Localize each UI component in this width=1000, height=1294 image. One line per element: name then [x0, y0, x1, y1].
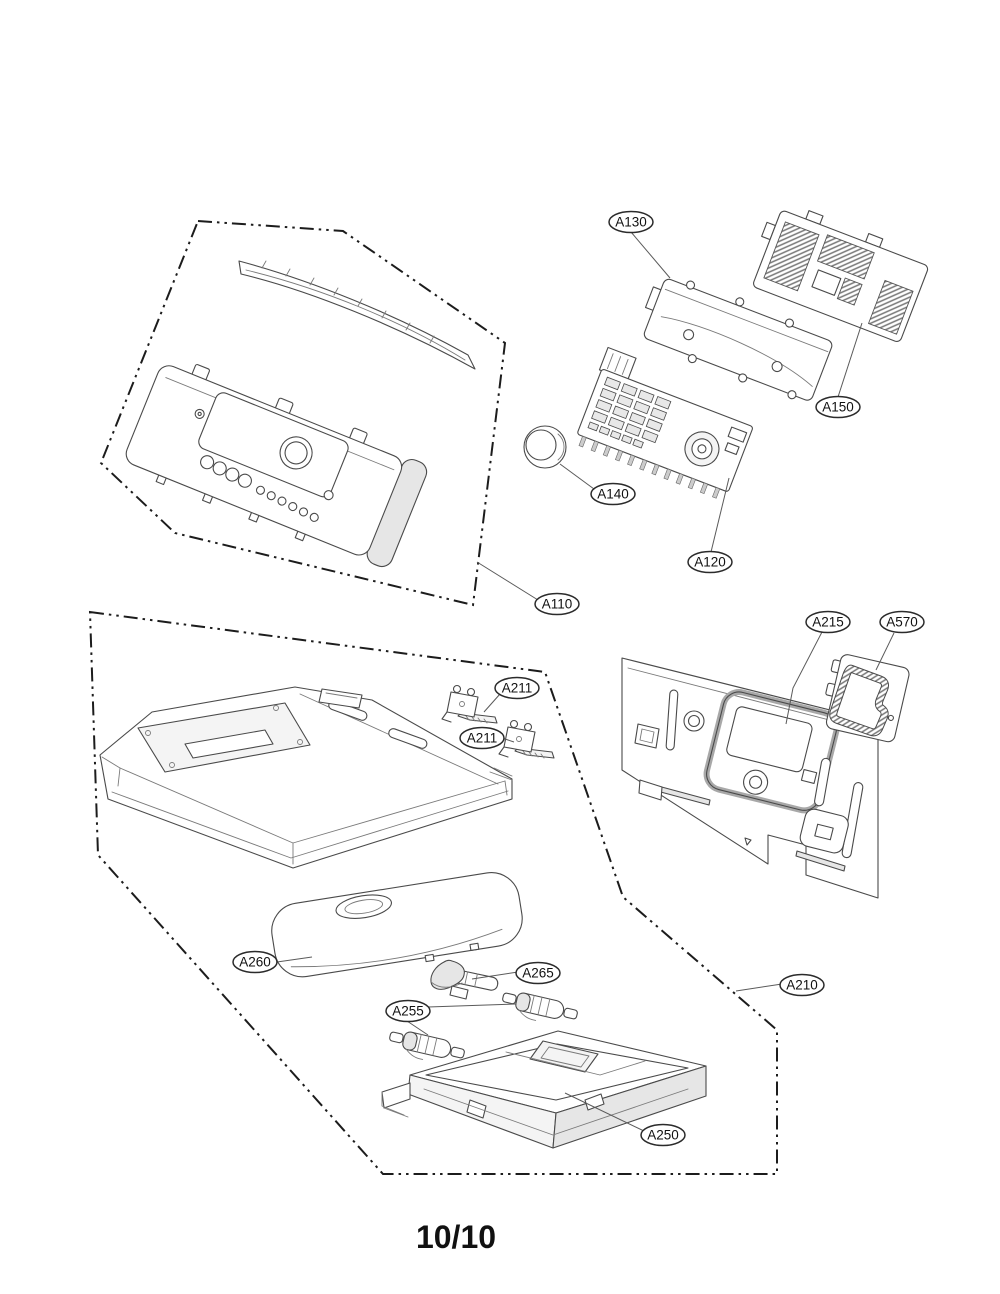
callout-a211-lower-label: A211 — [467, 731, 498, 746]
callout-a140[interactable]: A140 — [590, 482, 636, 506]
callout-a150[interactable]: A150 — [815, 395, 861, 419]
callout-a265-label: A265 — [522, 966, 554, 981]
leader-a570 — [875, 632, 895, 671]
callout-a265[interactable]: A265 — [515, 961, 561, 985]
part-a265-damper — [430, 959, 499, 1000]
callout-a570[interactable]: A570 — [879, 610, 925, 634]
leader-a215 — [785, 631, 823, 725]
leader-a260 — [276, 956, 313, 963]
part-a250-drawer-tray — [381, 1030, 707, 1149]
leader-a250 — [564, 1092, 645, 1132]
assembly-boundary-a210 — [88, 610, 778, 1175]
part-a110-trim-strip — [238, 260, 476, 370]
part-a255-roller-right — [499, 988, 580, 1030]
part-a150-back-cover — [753, 210, 929, 342]
callout-a130-label: A130 — [615, 215, 647, 230]
part-a110-control-panel — [125, 364, 428, 568]
part-a120-pcb-assembly — [577, 346, 753, 499]
leader-a210 — [735, 983, 783, 992]
callout-a120-label: A120 — [694, 555, 726, 570]
callout-a570-label: A570 — [886, 615, 918, 630]
leader-a255 — [406, 1003, 517, 1036]
part-a570-cover-plate — [825, 654, 910, 743]
part-a260-lid — [271, 872, 523, 978]
callout-a215[interactable]: A215 — [805, 610, 851, 634]
leader-a140 — [559, 463, 595, 490]
leader-a120 — [710, 477, 730, 553]
callout-a250-label: A250 — [647, 1128, 679, 1143]
callout-a110[interactable]: A110 — [534, 592, 580, 616]
assembly-boundary-a110 — [99, 219, 507, 607]
callout-a150-label: A150 — [822, 400, 854, 415]
leader-a211-upper — [483, 693, 501, 713]
leader-a150 — [837, 322, 863, 398]
callout-a130[interactable]: A130 — [608, 210, 654, 234]
page-indicator: 10/10 — [416, 1219, 496, 1255]
callout-a255[interactable]: A255 — [385, 999, 431, 1023]
callout-a210[interactable]: A210 — [779, 973, 825, 997]
leader-a130 — [630, 231, 671, 279]
callout-a255-label: A255 — [392, 1004, 424, 1019]
callout-a210-label: A210 — [786, 978, 818, 993]
callout-a260-label: A260 — [239, 955, 271, 970]
callout-a250[interactable]: A250 — [640, 1123, 686, 1147]
callout-a140-label: A140 — [597, 487, 629, 502]
part-a130-display-cover — [643, 278, 833, 401]
callout-a211-upper[interactable]: A211 — [494, 676, 540, 700]
part-a211-bracket-upper — [441, 684, 498, 724]
callout-a260[interactable]: A260 — [232, 950, 278, 974]
leader-a110 — [476, 561, 539, 601]
callout-a120[interactable]: A120 — [687, 550, 733, 574]
part-a210-top-cover — [99, 686, 513, 869]
callout-a211-upper-label: A211 — [502, 681, 533, 696]
callout-a215-label: A215 — [812, 615, 844, 630]
callout-a211-lower[interactable]: A211 — [459, 726, 505, 750]
leader-a265 — [471, 971, 519, 980]
part-a140-knob — [523, 425, 567, 469]
callout-a110-label: A110 — [542, 597, 573, 612]
